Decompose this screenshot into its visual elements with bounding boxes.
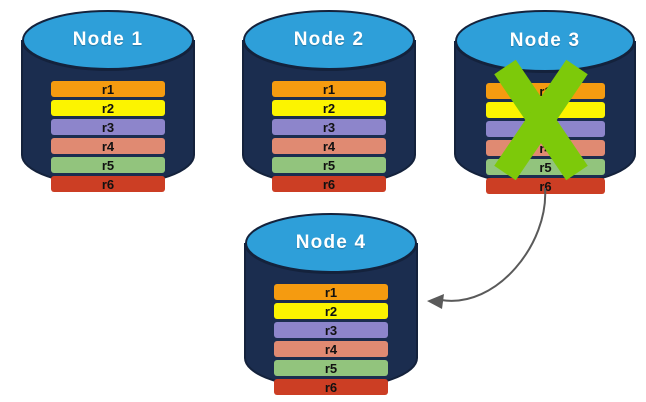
node-4-row-r3[interactable]: r3	[274, 322, 388, 338]
node-1-row-r5[interactable]: r5	[51, 157, 165, 173]
node-2-row-r1[interactable]: r1	[272, 81, 386, 97]
node-1-row-r4[interactable]: r4	[51, 138, 165, 154]
node-1-row-r2[interactable]: r2	[51, 100, 165, 116]
node-1-label: Node 1	[72, 29, 144, 50]
node-4-row-r6[interactable]: r6	[274, 379, 388, 395]
node-4-cylinder[interactable]: Node 4 r1 r2 r3 r4 r5 r6	[244, 213, 418, 395]
node-1-row-r1[interactable]: r1	[51, 81, 165, 97]
node-4-row-r2[interactable]: r2	[274, 303, 388, 319]
node-2-row-r5[interactable]: r5	[272, 157, 386, 173]
node-2-label: Node 2	[293, 29, 365, 50]
node-2-row-r4[interactable]: r4	[272, 138, 386, 154]
node-1-row-r6[interactable]: r6	[51, 176, 165, 192]
node-2-row-r3[interactable]: r3	[272, 119, 386, 135]
node-1-row-r3[interactable]: r3	[51, 119, 165, 135]
node-2-row-r2[interactable]: r2	[272, 100, 386, 116]
node-4-row-r1[interactable]: r1	[274, 284, 388, 300]
node-4-row-r4[interactable]: r4	[274, 341, 388, 357]
node-2-cylinder[interactable]: Node 2 r1 r2 r3 r4 r5 r6	[242, 10, 416, 192]
node-1-cylinder[interactable]: Node 1 r1 r2 r3 r4 r5 r6	[21, 10, 195, 192]
node-4-row-r5[interactable]: r5	[274, 360, 388, 376]
node-failure-x-icon	[494, 59, 588, 181]
node-3-label: Node 3	[509, 30, 581, 51]
node-4-label: Node 4	[295, 232, 367, 253]
node-2-row-r6[interactable]: r6	[272, 176, 386, 192]
